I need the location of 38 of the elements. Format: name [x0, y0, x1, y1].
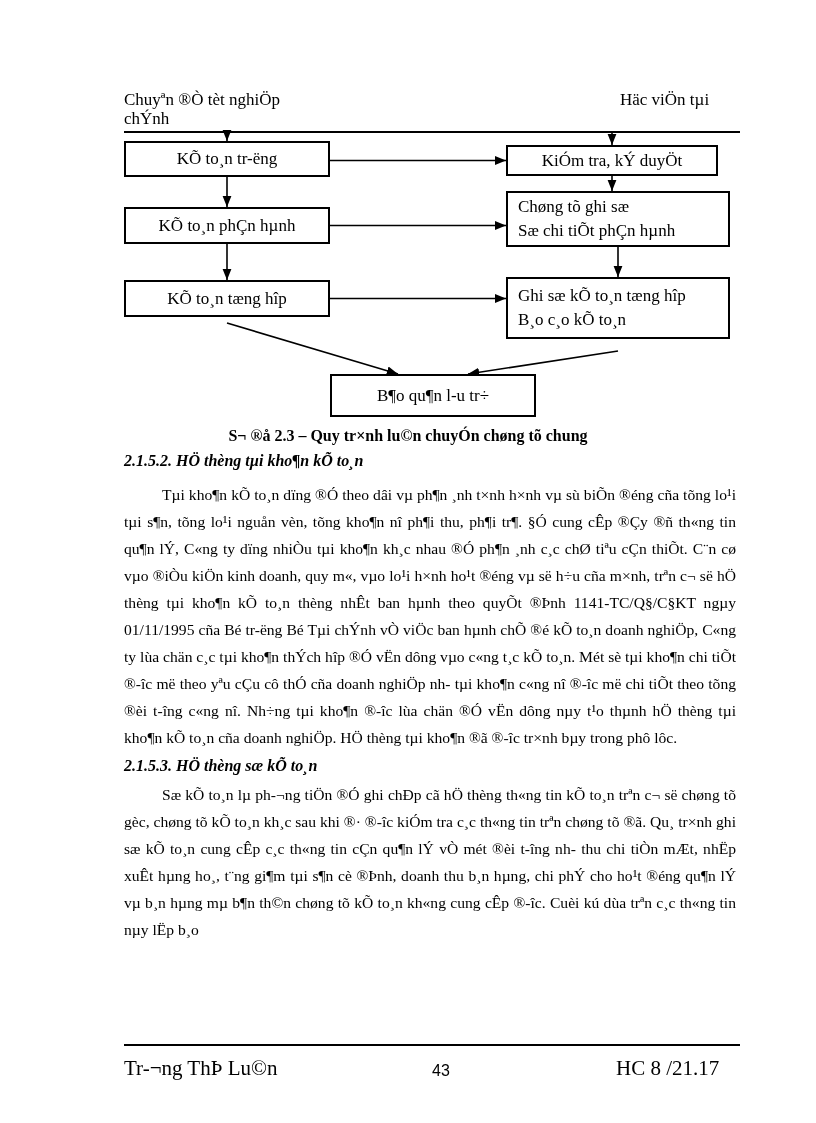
arrow	[222, 176, 232, 208]
box-text: Ghi sæ kÕ to¸n tæng hîp	[518, 285, 687, 307]
arrow	[226, 322, 399, 376]
body-paragraph: Tµi kho¶n kÕ to¸n dïng ®Ó theo dâi vµ ph¶n ¸nh t×nh h×nh vµ sù biÕn ®éng cña tõng lo¹i tµi s¶n, tõng lo¹i nguån vèn, tõng kho¶n nî ph¶i thu, ph¶i tr¶. §Ó cung cÊp ®Çy ®ñ th«ng tin qu¶n lÝ, C«ng ty dïng nhiÒu tµi kho¶n kh¸c nhau ®Ó ph¶n ¸nh c¸c chØ tiªu cÇn thiÕt. C¨n cø vµo ®iÒu kiÖn kinh doanh, quy m«, vµo lo¹i h×nh ho¹t ®éng vµ së h÷u cña m×nh, trªn c¬ së hÖ thèng tµi kho¶n kÕ to¸n thèng nhÊt ban hµnh theo quyÕt ®Þnh 1141-TC/Q§/C§KT ngµy 01/11/1995 cña Bé tr-ëng Bé Tµi chÝnh vÒ viÖc ban hµnh chÕ ®é kÕ to¸n doanh nghiÖp, C«ng ty lùa chän c¸c tµi kho¶n thÝch hîp ®Ó vËn dông vµo c«ng t¸c kÕ to¸n. Mét sè tµi kho¶n chi tiÕt ®-îc më theo yªu cÇu cô thÓ cña doanh nghiÖp nh- tµi kho¶n c«ng nî ®-îc më chi tiÕt theo tõng ®èi t-îng c«ng nî. Nh÷ng tµi kho¶n ®-îc lùa chän ®Ó vËn dông nµy t¹o thµnh hÖ thèng tµi kho¶n kÕ to¸n cña doanh nghiÖp. HÖ thèng tµi kho¶n ®ã ®-îc tr×nh bµy trong phô lôc.	[124, 485, 736, 748]
arrow	[329, 221, 507, 230]
page-number: 43	[432, 1062, 450, 1080]
footer-text: Tr-¬ng ThÞ Lu©n	[124, 1056, 278, 1081]
arrow	[222, 129, 232, 142]
process-box	[330, 374, 536, 417]
box-text: KÕ to¸n phÇn hµnh	[158, 214, 296, 237]
box-text: B¶o qu¶n l-u tr÷	[376, 384, 490, 407]
diagram-caption: S¬ ®å 2.3 – Quy tr×nh lu©n chuyÓn chøng tõ chung	[227, 427, 589, 445]
header-text: Chuyªn ®Ò tèt nghiÖp	[124, 90, 280, 110]
box-text: KiÓm tra, kÝ duyÖt	[541, 149, 683, 172]
header-text: chÝnh	[124, 109, 170, 129]
arrow	[329, 294, 507, 303]
box-text: KÕ to¸n tr-ëng	[176, 148, 278, 170]
box-text: Chøng tõ ghi sæ	[518, 196, 630, 218]
box-text: KÕ to¸n tæng hîp	[167, 287, 287, 310]
section-heading: 2.1.5.3. HÖ thèng sæ kÕ to¸n	[124, 757, 318, 775]
arrow	[607, 175, 617, 192]
arrow	[613, 246, 623, 278]
arrow	[607, 132, 617, 146]
footer-text: HC 8 /21.17	[616, 1056, 720, 1081]
process-box	[124, 141, 330, 177]
section-heading: 2.1.5.2. HÖ thèng tµi kho¶n kÕ to¸n	[124, 452, 364, 470]
process-box	[506, 191, 730, 247]
process-box	[506, 277, 730, 339]
process-box	[506, 145, 718, 176]
body-paragraph: Sæ kÕ to¸n lµ ph-¬ng tiÖn ®Ó ghi chÐp cã hÖ thèng th«ng tin kÕ to¸n trªn c¬ së chøng tõ gèc, chøng tõ kÕ to¸n kh¸c sau khi ®· ®-îc kiÓm tra c¸c th«ng tin trªn chøng tõ ®ã. Qu¸ tr×nh ghi sæ kÕ to¸n cung cÊp c¸c th«ng tin cÇn qu¶n lÝ vÒ mét ®èi t-îng nh- thu chi tiÒn mÆt, nhËp xuÊt hµng ho¸, t¨ng gi¶m tµi s¶n cè ®Þnh, doanh thu b¸n hµng, chi phÝ cho ho¹t ®éng qu¶n lÝ vµ b¸n hµng mµ b¶n th©n chøng tõ kÕ to¸n kh«ng cung cÊp ®-îc. Cuèi kú dùa trªn c¸c th«ng tin nµy lËp b¸o	[124, 785, 736, 940]
arrow	[329, 156, 507, 165]
header-text: Häc viÖn tµi	[620, 90, 710, 110]
box-text: B¸o c¸o kÕ to¸n	[518, 309, 628, 331]
arrow	[222, 243, 232, 281]
process-box	[124, 207, 330, 244]
process-box	[124, 280, 330, 317]
box-text: Sæ chi tiÕt phÇn hµnh	[518, 220, 677, 242]
arrow	[467, 350, 619, 377]
